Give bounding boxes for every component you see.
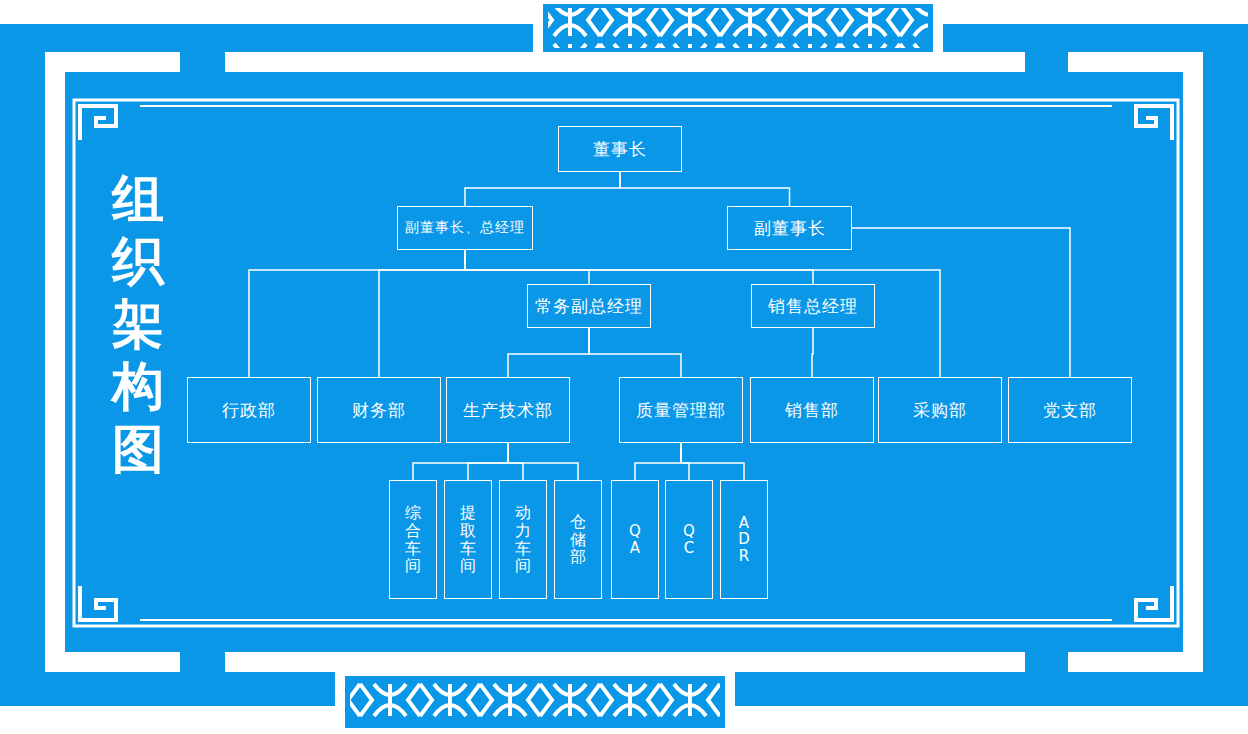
org-box: 销售总经理 — [751, 284, 875, 328]
org-connector — [681, 443, 744, 480]
box-label: 仓储部 — [570, 513, 586, 566]
org-connector — [852, 228, 1070, 377]
org-connector — [413, 443, 508, 480]
unit-box: QC — [665, 480, 713, 599]
org-box: 采购部 — [878, 377, 1002, 443]
box-label: 提取车间 — [460, 504, 476, 574]
org-box: 生产技术部 — [446, 377, 570, 443]
box-label: 质量管理部 — [636, 399, 726, 422]
box-label: 行政部 — [222, 399, 276, 422]
org-connector — [620, 172, 790, 206]
org-connector — [379, 250, 465, 377]
org-connector — [508, 328, 589, 377]
org-connector — [589, 328, 681, 377]
unit-box: ADR — [720, 480, 768, 599]
box-label: QA — [628, 523, 643, 556]
org-connector — [508, 443, 578, 480]
box-label: 销售总经理 — [768, 295, 858, 318]
org-box: 副董事长、总经理 — [397, 206, 533, 250]
unit-box: QA — [611, 480, 659, 599]
org-connector — [465, 250, 940, 377]
org-connector — [249, 250, 465, 377]
box-label: 综合车间 — [405, 504, 421, 574]
org-box: 党支部 — [1008, 377, 1132, 443]
box-label: ADR — [737, 515, 752, 565]
box-label: 副董事长 — [754, 217, 826, 240]
box-label: 董事长 — [593, 138, 647, 161]
box-label: 生产技术部 — [463, 399, 553, 422]
unit-box: 提取车间 — [444, 480, 492, 599]
box-label: 动力车间 — [515, 504, 531, 574]
org-box: 董事长 — [558, 126, 682, 172]
box-label: 副董事长、总经理 — [405, 219, 525, 237]
org-connector — [468, 443, 508, 480]
org-connector — [681, 443, 689, 480]
org-connector — [465, 250, 813, 284]
org-box: 财务部 — [317, 377, 441, 443]
unit-box: 动力车间 — [499, 480, 547, 599]
org-connector — [465, 172, 620, 206]
org-box: 销售部 — [750, 377, 874, 443]
unit-box: 仓储部 — [554, 480, 602, 599]
org-connector — [508, 443, 523, 480]
org-box: 副董事长 — [727, 206, 852, 250]
org-connector — [812, 328, 813, 377]
box-label: 销售部 — [785, 399, 839, 422]
box-label: 采购部 — [913, 399, 967, 422]
chart-title: 组织架构图 — [112, 168, 164, 480]
org-box: 质量管理部 — [619, 377, 743, 443]
unit-box: 综合车间 — [389, 480, 437, 599]
org-connector — [465, 250, 589, 284]
org-connector — [635, 443, 681, 480]
box-label: 党支部 — [1043, 399, 1097, 422]
box-label: 常务副总经理 — [535, 295, 643, 318]
box-label: 财务部 — [352, 399, 406, 422]
org-box: 常务副总经理 — [527, 284, 651, 328]
box-label: QC — [682, 523, 697, 556]
org-box: 行政部 — [187, 377, 311, 443]
